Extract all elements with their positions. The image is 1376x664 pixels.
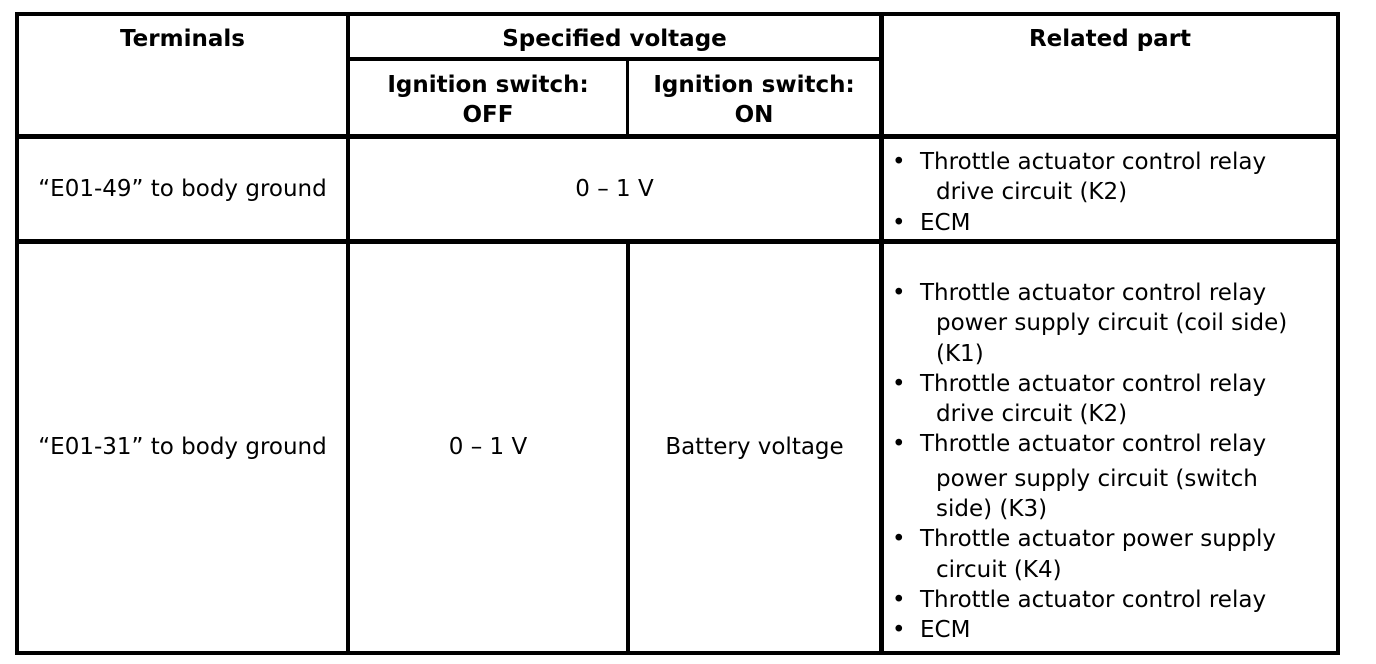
col-divider-2b [626,242,630,654]
part-line: Throttle actuator control relay [920,586,1267,613]
row2-voltage-on: Battery voltage [630,244,879,650]
header-ignition-on-line1: Ignition switch: [653,72,855,98]
part-line: Throttle actuator power supply [920,526,1276,553]
header-terminals-label: Terminals [120,26,245,52]
row1-voltage: 0 – 1 V [350,139,879,239]
header-specified-voltage: Specified voltage [350,24,879,54]
row2-voltage-off-text: 0 – 1 V [448,434,528,460]
bullet-icon: • [892,586,906,613]
list-item: • Throttle actuator control relay power … [890,429,1336,524]
header-ignition-on-line2: ON [734,102,774,128]
header-ignition-on: Ignition switch: ON [629,70,879,130]
row2-related-parts: • Throttle actuator control relay power … [890,278,1336,646]
bullet-icon: • [892,617,906,644]
row2-terminals: “E01-31” to body ground [19,244,346,650]
part-line: Throttle actuator control relay [920,370,1267,397]
col-divider-2 [626,60,629,138]
part-line: Throttle actuator control relay [920,280,1267,306]
header-bottom-divider [15,134,1340,139]
part-line: ECM [920,209,971,236]
list-item: • ECM [890,615,1336,645]
row-divider [15,239,1340,244]
row2-parts-list: • Throttle actuator control relay power … [890,278,1336,646]
header-ignition-off-line2: OFF [462,102,514,128]
part-line: Throttle actuator control relay [920,431,1267,458]
list-item: • Throttle actuator control relay drive … [890,369,1336,430]
header-ignition-off-line1: Ignition switch: [387,72,589,98]
row2-voltage-off: 0 – 1 V [350,244,626,650]
part-line: drive circuit (K2) [936,401,1128,428]
bullet-icon: • [892,280,906,306]
row1-parts-list: • Throttle actuator control relay drive … [890,147,1336,238]
bullet-icon: • [892,370,906,397]
part-line: side) (K3) [936,496,1048,523]
voltage-table [15,12,1340,655]
bullet-icon: • [892,431,906,458]
list-item: • Throttle actuator control relay drive … [890,147,1336,208]
bullet-icon: • [892,209,906,236]
list-item: • Throttle actuator control relay [890,585,1336,615]
part-line: drive circuit (K2) [936,179,1128,206]
header-ignition-off: Ignition switch: OFF [350,70,626,130]
bullet-icon: • [892,149,906,175]
header-specified-voltage-label: Specified voltage [502,26,727,52]
bullet-icon: • [892,526,906,553]
part-line: ECM [920,617,971,644]
part-line: power supply circuit (switch [936,465,1258,492]
row1-terminals: “E01-49” to body ground [19,139,346,239]
subheader-divider [348,57,881,61]
list-item: • ECM [890,208,1336,238]
part-line: (K1) [936,340,984,367]
col-divider-3 [879,14,884,654]
part-line: Throttle actuator control relay [920,149,1267,175]
row1-related-parts: • Throttle actuator control relay drive … [890,147,1336,238]
col-divider-1 [346,14,350,654]
header-related-part: Related part [884,24,1336,54]
row2-voltage-on-text: Battery voltage [665,434,844,460]
part-line: power supply circuit (coil side) [936,310,1288,337]
part-line: circuit (K4) [936,556,1062,583]
list-item: • Throttle actuator control relay power … [890,278,1336,369]
list-item: • Throttle actuator power supply circuit… [890,524,1336,585]
header-terminals: Terminals [19,24,346,54]
row1-voltage-text: 0 – 1 V [575,176,654,202]
header-related-part-label: Related part [1028,26,1192,52]
row2-terminals-text: “E01-31” to body ground [38,434,327,460]
row1-terminals-text: “E01-49” to body ground [38,176,327,202]
